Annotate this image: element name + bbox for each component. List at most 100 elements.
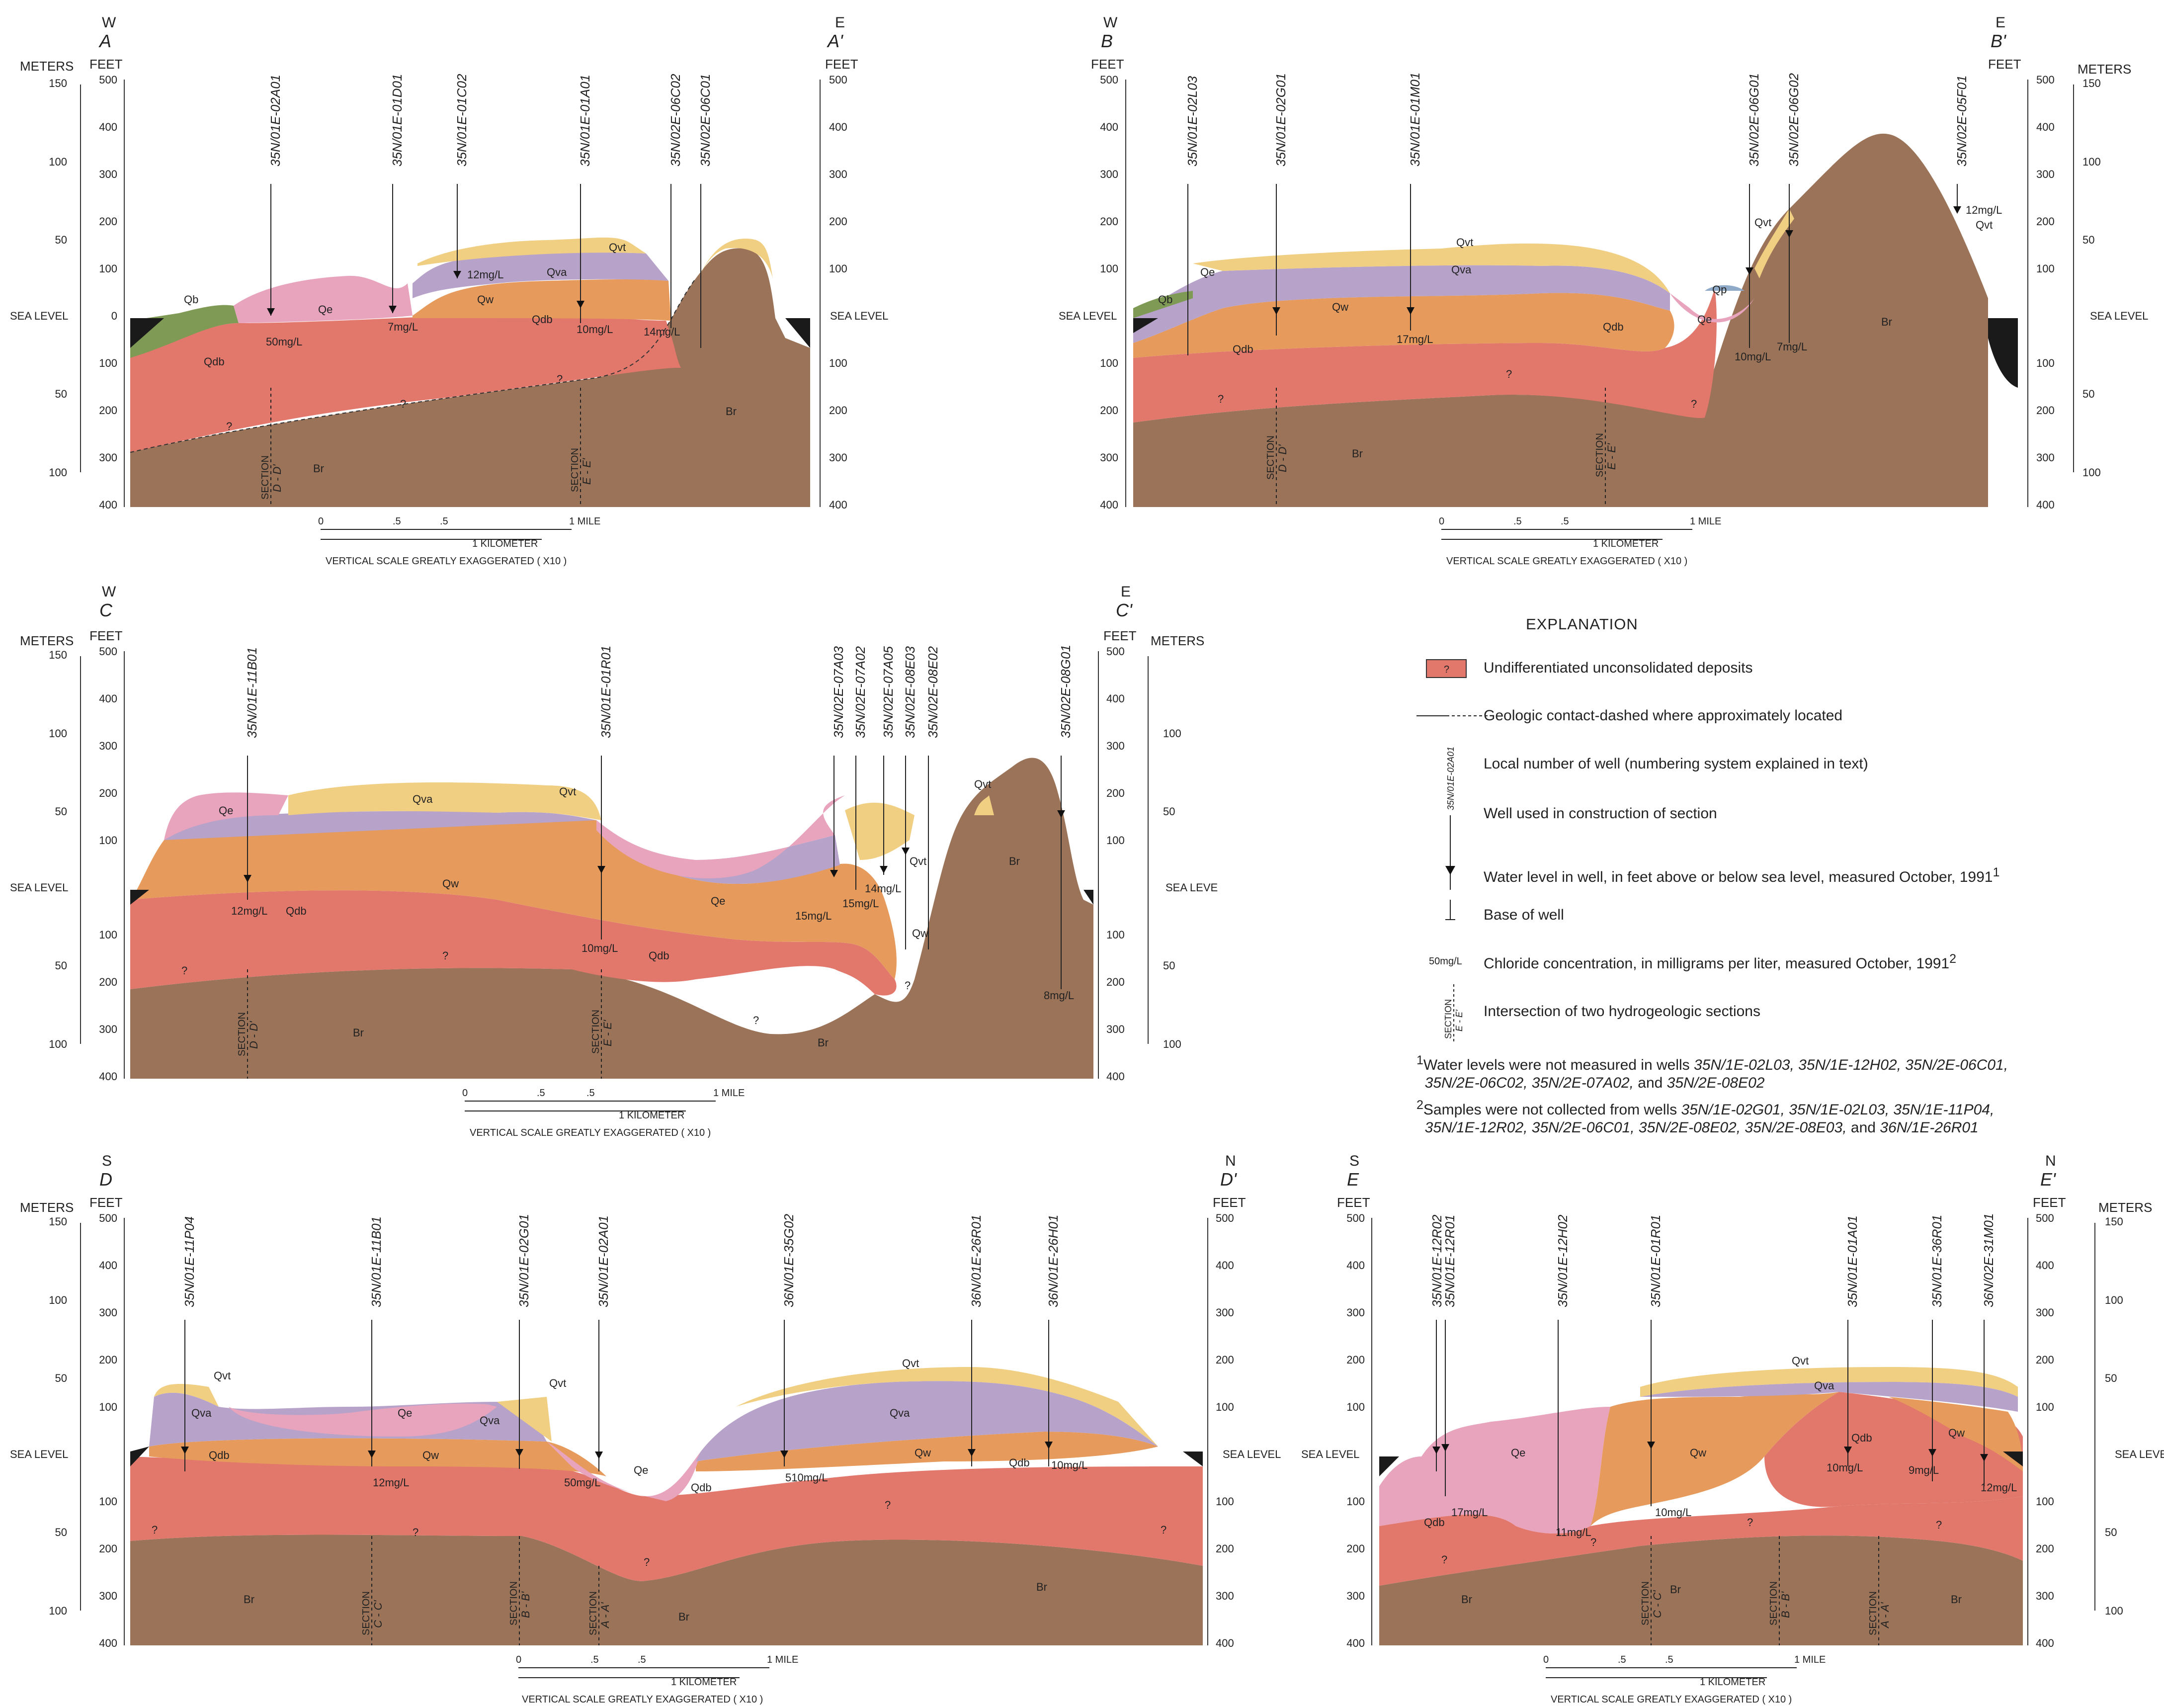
svg-text:12mg/L: 12mg/L (467, 268, 503, 281)
svg-text:Br: Br (818, 1036, 829, 1049)
svg-text:0: 0 (318, 516, 324, 527)
sea-level-label-right: SEA LEVEL (1223, 1448, 1281, 1460)
unit-qva (413, 252, 668, 298)
svg-text:100: 100 (99, 929, 117, 941)
svg-text:200: 200 (1106, 787, 1125, 799)
sea-level-label: SEA LEVEL (10, 310, 68, 322)
svg-text:35N/02E-08G01: 35N/02E-08G01 (1058, 645, 1073, 738)
unit-qdb (130, 313, 681, 452)
svg-text:8mg/L: 8mg/L (1044, 989, 1074, 1002)
meter-ticks-left-c: 150 100 50 50 100 (49, 649, 67, 1050)
svg-text:35N/01E-01A01: 35N/01E-01A01 (578, 75, 592, 167)
feet-label-right: FEET (2033, 1195, 2066, 1210)
geology-b (1133, 133, 2018, 507)
svg-text:100: 100 (49, 1038, 67, 1050)
svg-text:300: 300 (99, 168, 117, 180)
legend-chloride: 50mg/L Chloride concentration, in millig… (1407, 949, 2152, 984)
svg-text:50: 50 (55, 234, 67, 246)
intersection-b-e: SECTION B - B' (1768, 1536, 1792, 1645)
svg-text:?: ? (413, 1526, 418, 1538)
svg-text:12mg/L: 12mg/L (231, 905, 267, 917)
svg-text:SECTION: SECTION (1768, 1581, 1779, 1625)
svg-text:SECTION: SECTION (237, 1012, 248, 1056)
svg-text:1 KILOMETER: 1 KILOMETER (1593, 538, 1659, 549)
chlorides-a: 50mg/L 7mg/L 12mg/L 10mg/L 14mg/L (266, 268, 680, 348)
section-label-e-prime: E' (2040, 1169, 2056, 1190)
legend-undifferentiated: ? Undifferentiated unconsolidated deposi… (1407, 654, 2152, 688)
chlorides-e: 17mg/L 11mg/L 10mg/L 10mg/L 9mg/L 12mg/L (1451, 1461, 2017, 1538)
undifferentiated-swatch: ? (1426, 659, 1467, 678)
svg-text:400: 400 (2036, 1259, 2054, 1272)
svg-text:7mg/L: 7mg/L (1777, 341, 1807, 353)
svg-text:100: 100 (1100, 262, 1118, 275)
direction-east-a: E (835, 14, 845, 31)
svg-text:1 MILE: 1 MILE (713, 1088, 745, 1099)
chlorides-d: 12mg/L 50mg/L 510mg/L 10mg/L (373, 1459, 1087, 1489)
section-label-c: C (99, 600, 113, 620)
svg-text:50mg/L: 50mg/L (266, 336, 302, 348)
svg-text:Qb: Qb (1158, 293, 1172, 306)
svg-text:?: ? (644, 1556, 650, 1568)
svg-text:300: 300 (2036, 168, 2055, 180)
svg-text:35N/02E-08E02: 35N/02E-08E02 (925, 646, 940, 738)
svg-text:SECTION: SECTION (570, 448, 581, 492)
svg-text:400: 400 (1106, 692, 1125, 705)
geology-c (130, 758, 1093, 1079)
intersection-b-d: SECTION B - B' (508, 1536, 532, 1645)
svg-text:10mg/L: 10mg/L (1655, 1506, 1691, 1519)
meters-label-right: METERS (1151, 633, 1204, 648)
section-label-d: D (99, 1169, 112, 1190)
direction-south-d: S (102, 1153, 112, 1169)
well-labels-e: 35N/01E-12R02 35N/01E-12R01 35N/01E-12H0… (1429, 1213, 1996, 1307)
svg-text:11mg/L: 11mg/L (1556, 1526, 1591, 1538)
svg-text:12mg/L: 12mg/L (373, 1476, 409, 1489)
svg-text:Qdb: Qdb (1603, 321, 1624, 333)
scale-bar-c: 0 .5 .5 1 MILE 1 KILOMETER VERTICAL SCAL… (462, 1088, 745, 1138)
svg-text:Qvt: Qvt (559, 785, 576, 798)
svg-text:100: 100 (2036, 1401, 2054, 1413)
svg-text:Qe: Qe (219, 804, 233, 817)
unit-qvt (417, 237, 646, 266)
svg-text:Qvt: Qvt (609, 241, 626, 254)
intersection-d-a: SECTION D - D' (260, 388, 283, 507)
svg-text:35N/01E-12R01: 35N/01E-12R01 (1442, 1215, 1457, 1307)
svg-text:400: 400 (829, 499, 847, 511)
svg-text:35N/02E-06G01: 35N/02E-06G01 (1747, 73, 1761, 167)
svg-text:.5: .5 (1513, 516, 1522, 527)
svg-text:300: 300 (99, 1306, 117, 1319)
svg-text:?: ? (152, 1524, 158, 1536)
cross-section-a: W A E A' METERS FEET FEET 500 400 300 20… (10, 14, 888, 567)
svg-text:0: 0 (516, 1654, 521, 1665)
svg-text:1 KILOMETER: 1 KILOMETER (472, 538, 538, 549)
section-label-b-prime: B' (1991, 31, 2006, 51)
geology-d (130, 1367, 1203, 1645)
svg-text:300: 300 (1216, 1590, 1234, 1602)
cross-section-e: S E N E' FEET FEET METERS 500 400 300 20… (1301, 1153, 2164, 1705)
axes-c (80, 651, 1149, 1079)
feet-label-right: FEET (1103, 628, 1137, 643)
svg-text:35N/01E-01C02: 35N/01E-01C02 (454, 74, 469, 167)
well-labels-d: 35N/01E-11P04 35N/01E-11B01 35N/01E-02G0… (182, 1214, 1061, 1307)
svg-text:E - E': E - E' (581, 458, 593, 485)
svg-text:Qdb: Qdb (649, 949, 669, 962)
cross-section-d: S D N D' METERS FEET FEET 500 400 300 20… (10, 1153, 1281, 1705)
svg-text:D - D': D - D' (1276, 444, 1289, 472)
svg-text:300: 300 (829, 168, 847, 180)
svg-text:SECTION: SECTION (508, 1581, 519, 1625)
svg-text:200: 200 (2036, 215, 2055, 228)
unit-labels-e: Qe Qdb Qvt Qva Qw Qdb Qw Br Br Br ? ? ? … (1424, 1355, 1965, 1606)
svg-text:50: 50 (55, 388, 67, 400)
sea-level-label-right: SEA LEVEL (1165, 881, 1218, 894)
svg-text:Qw: Qw (912, 927, 928, 939)
svg-text:510mg/L: 510mg/L (785, 1471, 828, 1484)
svg-text:Br: Br (1881, 316, 1892, 328)
svg-text:100: 100 (829, 262, 847, 275)
svg-text:Qva: Qva (1451, 263, 1472, 276)
feet-ticks-left-b: 500 400 300 200 100 100 200 300 400 (1100, 74, 1118, 511)
svg-text:150: 150 (49, 1215, 67, 1228)
svg-text:400: 400 (99, 1070, 117, 1083)
svg-text:50mg/L: 50mg/L (1429, 956, 1462, 967)
svg-text:400: 400 (2036, 499, 2055, 511)
svg-text:Qvt: Qvt (1792, 1355, 1809, 1367)
svg-text:300: 300 (99, 451, 117, 464)
